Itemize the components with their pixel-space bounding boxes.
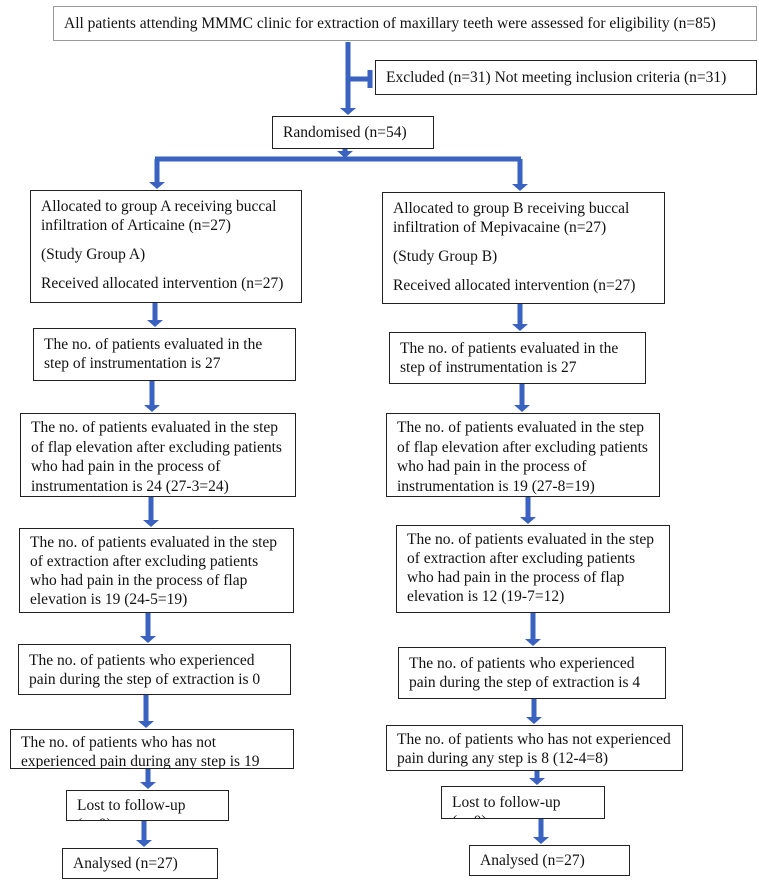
group-a-pain-text: The no. of patients who experienced pain… — [29, 652, 261, 688]
excluded-text: Excluded (n=31) Not meeting inclusion cr… — [386, 69, 727, 86]
group-a-lost-text: Lost to follow-up (n=0) — [77, 797, 186, 820]
arrowhead-icon — [144, 405, 160, 412]
group-b-lost-box: Lost to follow-up (n=0) — [441, 786, 605, 819]
arrowhead-icon — [140, 636, 156, 643]
group-a-flap-text: The no. of patients evaluated in the ste… — [31, 419, 282, 495]
group-a-extraction-box: The no. of patients evaluated in the ste… — [19, 528, 294, 613]
group-a-received: Received allocated intervention (n=27) — [41, 275, 284, 292]
group-b-lost-text: Lost to follow-up (n=0) — [452, 794, 561, 818]
group-a-instrumentation-box: The no. of patients evaluated in the ste… — [33, 328, 296, 381]
group-b-no-pain-text: The no. of patients who has not experien… — [397, 731, 671, 767]
arrowhead-icon — [512, 184, 528, 191]
group-a-extraction-text: The no. of patients evaluated in the ste… — [30, 534, 278, 608]
assessed-box: All patients attending MMMC clinic for e… — [53, 6, 757, 41]
group-b-analysed-text: Analysed (n=27) — [480, 852, 585, 869]
arrowhead-icon — [526, 717, 542, 724]
group-b-received: Received allocated intervention (n=27) — [393, 277, 636, 294]
group-b-allocated-text: Allocated to group B receiving buccal in… — [393, 200, 630, 236]
group-a-pain-box: The no. of patients who experienced pain… — [18, 644, 291, 695]
arrowhead-icon — [143, 520, 159, 527]
arrowhead-icon — [512, 324, 528, 331]
arrowhead-icon — [147, 320, 163, 327]
group-a-analysed-text: Analysed (n=27) — [73, 855, 178, 872]
arrowhead-icon — [337, 151, 353, 158]
excluded-box: Excluded (n=31) Not meeting inclusion cr… — [375, 60, 757, 95]
group-a-flap-box: The no. of patients evaluated in the ste… — [20, 413, 296, 497]
group-b-instrumentation-text: The no. of patients evaluated in the ste… — [400, 340, 619, 376]
group-a-no-pain-box: The no. of patients who has not experien… — [10, 729, 294, 769]
arrowhead-icon — [140, 782, 156, 789]
group-b-flap-box: The no. of patients evaluated in the ste… — [386, 413, 660, 497]
group-b-flap-text: The no. of patients evaluated in the ste… — [397, 419, 648, 495]
group-a-instrumentation-text: The no. of patients evaluated in the ste… — [44, 336, 263, 372]
arrowhead-icon — [138, 721, 154, 728]
randomised-text: Randomised (n=54) — [283, 124, 407, 141]
group-b-extraction-text: The no. of patients evaluated in the ste… — [407, 531, 655, 605]
group-b-pain-box: The no. of patients who experienced pain… — [398, 647, 666, 699]
group-a-no-pain-text: The no. of patients who has not experien… — [21, 734, 260, 769]
group-b-analysed-box: Analysed (n=27) — [469, 845, 630, 876]
group-a-analysed-box: Analysed (n=27) — [62, 848, 218, 879]
assessed-text: All patients attending MMMC clinic for e… — [64, 15, 716, 32]
arrowhead-icon — [340, 108, 356, 115]
arrowhead-icon — [149, 182, 165, 189]
group-a-lost-box: Lost to follow-up (n=0) — [66, 790, 229, 821]
group-a-allocated-text: Allocated to group A receiving buccal in… — [41, 198, 277, 234]
arrowhead-icon — [529, 778, 545, 785]
group-b-extraction-box: The no. of patients evaluated in the ste… — [396, 525, 670, 613]
arrowhead-icon — [520, 517, 536, 524]
randomised-box: Randomised (n=54) — [272, 116, 434, 149]
group-a-allocated-box: Allocated to group A receiving buccal in… — [30, 190, 302, 303]
group-b-study-group: (Study Group B) — [393, 248, 498, 265]
group-b-pain-text: The no. of patients who experienced pain… — [409, 655, 641, 691]
arrowhead-icon — [136, 840, 152, 847]
group-a-study-group: (Study Group A) — [41, 246, 146, 263]
arrowhead-icon — [533, 837, 549, 844]
arrowhead-icon — [525, 639, 541, 646]
group-b-allocated-box: Allocated to group B receiving buccal in… — [382, 192, 665, 304]
group-b-no-pain-box: The no. of patients who has not experien… — [386, 725, 683, 771]
arrowhead-icon — [514, 405, 530, 412]
group-b-instrumentation-box: The no. of patients evaluated in the ste… — [389, 332, 646, 384]
